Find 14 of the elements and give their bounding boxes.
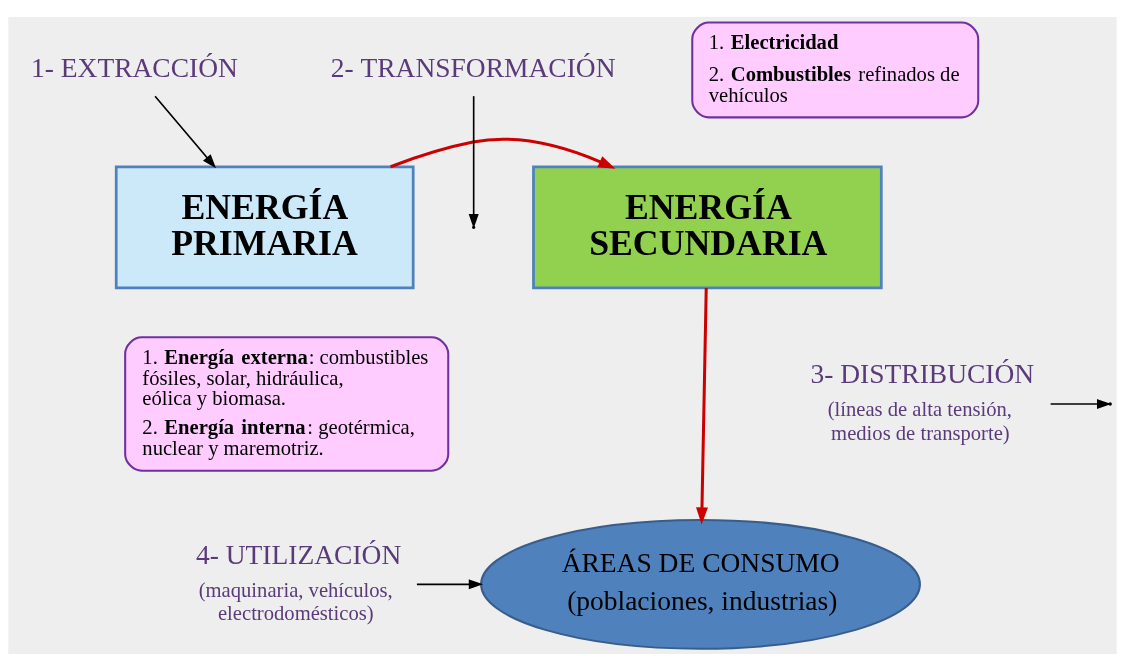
node-box: ENERGÍA SECUNDARIA <box>532 164 883 289</box>
node-ellipse: ÁREAS DE CONSUMO (poblaciones, industrias) <box>480 518 921 650</box>
arrow <box>154 94 217 168</box>
node-text: 3- DISTRIBUCIÓN (líneas de alta tensión, medios de transporte) <box>810 358 1035 444</box>
arrow <box>416 578 484 589</box>
arrow <box>468 94 479 228</box>
node-box: 1. Electricidad 2. Combustibles refinados de vehículos <box>691 20 980 118</box>
node-text: 2- TRANSFORMACIÓN <box>330 52 616 83</box>
node-box: 1. Energía externa: combustibles fósiles, solar, hidráulica, eólica y biomasa. 2. Energía interna: geotérmica, nuclear y maremotriz. <box>124 335 450 472</box>
node-text: 1- EXTRACCIÓN <box>30 52 238 83</box>
arrow <box>696 287 708 524</box>
arrow <box>390 137 616 169</box>
node-box: ENERGÍA PRIMARIA <box>114 164 415 289</box>
node-text: 4- UTILIZACIÓN (maquinaria, vehículos, electrodomésticos) <box>195 539 402 624</box>
